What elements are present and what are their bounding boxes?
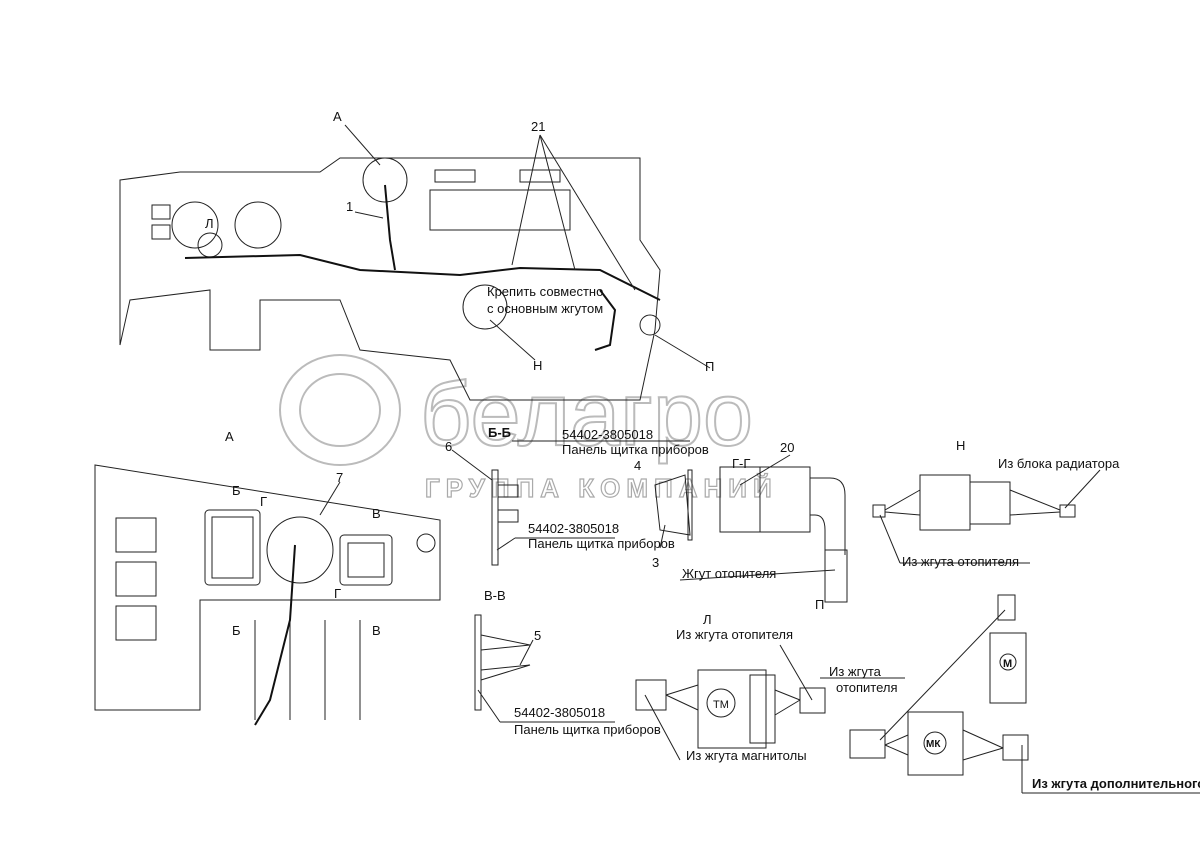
section-b-b-title: Б-Б	[488, 425, 511, 440]
view-n: Н Из блока радиатора Из жгута отопителя	[872, 438, 1120, 569]
badge-tm: ТМ	[713, 699, 729, 711]
label-sec-g-top: Г	[260, 494, 267, 509]
view-l-title: Л	[703, 612, 712, 627]
label-sec-g-bottom: Г	[334, 586, 341, 601]
label-pos-6: 6	[445, 439, 452, 454]
part-number-2: 54402-3805018	[528, 521, 619, 536]
badge-mk: МК	[926, 739, 941, 750]
label-view-a: А	[333, 109, 342, 124]
section-v-v: В-В 5 54402-3805018 Панель щитка приборо…	[474, 588, 661, 737]
label-view-l: Л	[205, 216, 214, 231]
section-v-v-title: В-В	[484, 588, 506, 603]
section-g-g-title: Г-Г	[732, 456, 750, 471]
part-number-3: 54402-3805018	[514, 705, 605, 720]
detail-a-title: А	[225, 429, 234, 444]
note-line-2: с основным жгутом	[487, 301, 603, 316]
label-heater-harness: Жгут отопителя	[682, 566, 776, 581]
label-pos-20: 20	[780, 440, 794, 455]
label-pos-21: 21	[531, 119, 545, 134]
label-pos-7: 7	[336, 470, 343, 485]
watermark-brand: белагро	[420, 365, 753, 465]
watermark-logo: белагро ГРУППА КОМПАНИЙ	[279, 354, 778, 504]
label-pos-1: 1	[346, 199, 353, 214]
section-g-g: Г-Г 4 20 3 Жгут отопителя	[634, 440, 848, 603]
section-b-b: Б-Б 6 54402-3805018 Панель щитка приборо…	[445, 425, 709, 566]
part-name-2: Панель щитка приборов	[528, 536, 675, 551]
view-n-title: Н	[956, 438, 965, 453]
part-name-3: Панель щитка приборов	[514, 722, 661, 737]
detail-a: А 7 Б Г В Г Б В	[94, 429, 441, 726]
label-from-heater-l: Из жгута отопителя	[676, 627, 793, 642]
note-line-1: Крепить совместно	[487, 284, 603, 299]
label-from-radio: Из жгута магнитолы	[686, 748, 807, 763]
label-sec-v-top: В	[372, 506, 381, 521]
label-pos-5: 5	[534, 628, 541, 643]
label-from-heater-p-2: отопителя	[836, 680, 898, 695]
label-sec-b-bottom: Б	[232, 623, 241, 638]
dashboard-top-view: А 21 1 Л Крепить совместно с основным жг…	[119, 109, 714, 401]
label-from-additional: Из жгута дополнительного	[1032, 776, 1200, 791]
label-from-heater-p-1: Из жгута	[829, 664, 882, 679]
label-view-n: Н	[533, 358, 542, 373]
label-sec-v-bottom: В	[372, 623, 381, 638]
label-pos-3: 3	[652, 555, 659, 570]
label-view-p: П	[705, 359, 714, 374]
label-pos-4: 4	[634, 458, 641, 473]
label-sec-b-top: Б	[232, 483, 241, 498]
view-p-title: П	[815, 597, 824, 612]
label-from-heater-n: Из жгута отопителя	[902, 554, 1019, 569]
label-from-radiator: Из блока радиатора	[998, 456, 1120, 471]
view-l: Л Из жгута отопителя ТМ Из жгута магнито…	[635, 612, 826, 763]
watermark-subtitle: ГРУППА КОМПАНИЙ	[425, 473, 778, 503]
badge-m: М	[1003, 658, 1012, 670]
view-p: П Из жгута отопителя М МК Из жгута допол…	[815, 594, 1200, 794]
part-name-1: Панель щитка приборов	[562, 442, 709, 457]
part-number-1: 54402-3805018	[562, 427, 653, 442]
